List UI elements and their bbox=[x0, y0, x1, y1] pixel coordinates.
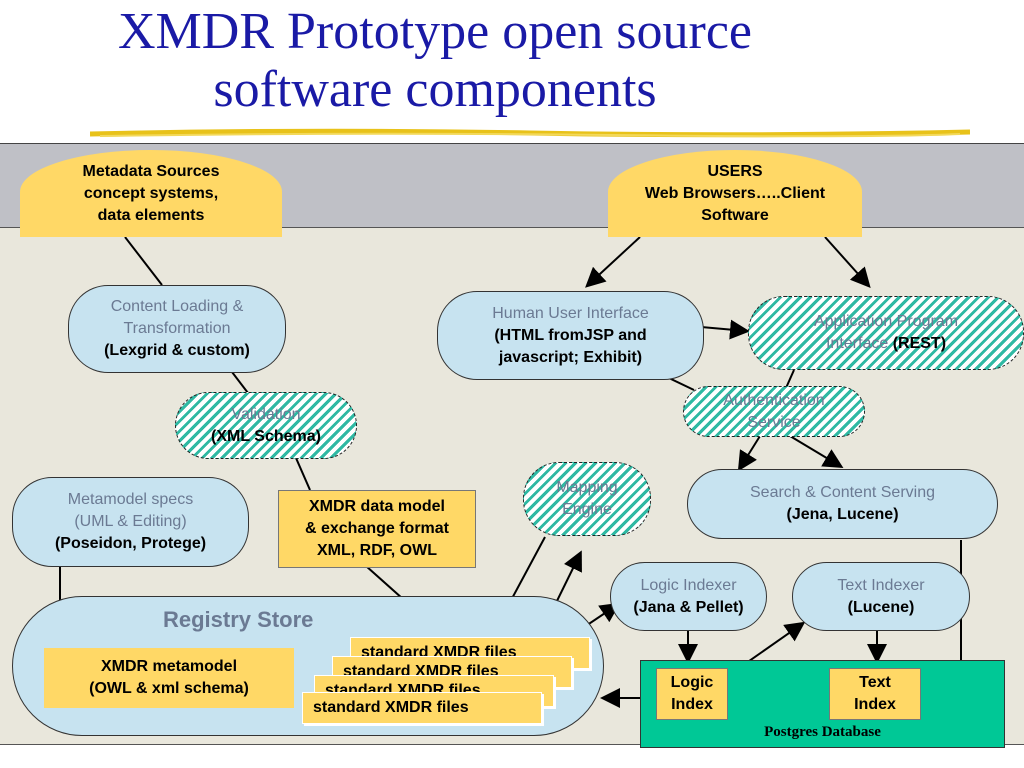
validation-line-1: Validation bbox=[231, 405, 301, 423]
xmdr-metamodel-line-1: XMDR metamodel bbox=[100, 658, 238, 675]
page-title-line-1: XMDR Prototype open source bbox=[117, 3, 753, 60]
text-index-line-2: Index bbox=[854, 696, 896, 713]
metamodel-specs-line-2: (UML & Editing) bbox=[74, 513, 187, 530]
registry-store-label: Registry Store bbox=[163, 607, 314, 632]
mapping-engine-node: Mapping Engine bbox=[523, 462, 651, 536]
metadata-sources-line-1: Metadata Sources bbox=[82, 162, 220, 180]
title-underline bbox=[90, 128, 970, 138]
content-loading-line-1: Content Loading & bbox=[110, 298, 244, 315]
xmdr-metamodel-box: XMDR metamodel (OWL & xml schema) bbox=[44, 648, 294, 708]
mapping-line-2: Engine bbox=[562, 501, 612, 518]
text-indexer-node: Text Indexer (Lucene) bbox=[792, 562, 970, 631]
data-model-line-1: XMDR data model bbox=[308, 498, 445, 515]
users-line-2: Web Browsers…..Client bbox=[644, 184, 826, 202]
logic-index-box: Logic Index bbox=[656, 668, 728, 720]
content-loading-line-3: (Lexgrid & custom) bbox=[104, 342, 250, 359]
human-ui-line-2: (HTML fromJSP and bbox=[494, 326, 647, 344]
data-model-line-2: & exchange format bbox=[304, 520, 450, 537]
page-title-line-2: software components bbox=[213, 61, 657, 118]
api-line-2b: (REST) bbox=[892, 335, 947, 352]
api-line-2: Interface (REST) bbox=[826, 333, 946, 355]
logic-indexer-line-1: Logic Indexer bbox=[640, 576, 737, 594]
logic-index-line-2: Index bbox=[671, 696, 713, 713]
human-ui-line-3: javascript; Exhibit) bbox=[498, 348, 643, 366]
postgres-label: Postgres Database bbox=[764, 724, 881, 740]
text-indexer-line-1: Text Indexer bbox=[837, 576, 925, 594]
logic-index-line-1: Logic bbox=[670, 674, 714, 691]
xmdr-data-model-box: XMDR data model & exchange format XML, R… bbox=[278, 490, 476, 568]
metamodel-specs-node: Metamodel specs (UML & Editing) (Poseido… bbox=[12, 477, 249, 567]
data-model-line-3: XML, RDF, OWL bbox=[317, 542, 437, 559]
text-index-line-1: Text bbox=[859, 674, 891, 691]
search-content-serving-node: Search & Content Serving (Jena, Lucene) bbox=[687, 469, 998, 539]
logic-indexer-node: Logic Indexer (Jana & Pellet) bbox=[610, 562, 767, 631]
users-tab: USERS Web Browsers…..Client Software bbox=[608, 150, 862, 237]
xmdr-metamodel-line-2: (OWL & xml schema) bbox=[89, 680, 249, 697]
human-ui-line-1: Human User Interface bbox=[492, 304, 649, 322]
metadata-sources-line-3: data elements bbox=[97, 206, 205, 224]
auth-line-2: Service bbox=[747, 413, 801, 431]
metadata-sources-tab: Metadata Sources concept systems, data e… bbox=[20, 150, 282, 237]
validation-line-2: (XML Schema) bbox=[211, 427, 321, 445]
text-indexer-line-2: (Lucene) bbox=[847, 598, 915, 616]
metadata-sources-line-2: concept systems, bbox=[83, 184, 219, 202]
users-line-3: Software bbox=[701, 206, 769, 224]
validation-node: Validation (XML Schema) bbox=[175, 392, 357, 459]
human-user-interface-node: Human User Interface (HTML fromJSP and j… bbox=[437, 291, 704, 380]
api-line-1: Application Program bbox=[813, 313, 959, 330]
application-program-interface-node: Application Program Interface (REST) bbox=[748, 296, 1024, 370]
api-line-2a: Interface bbox=[825, 335, 893, 352]
authentication-service-node: Authentication Service bbox=[683, 386, 865, 437]
content-loading-line-2: Transformation bbox=[123, 320, 231, 337]
mapping-line-1: Mapping bbox=[556, 479, 618, 496]
users-line-1: USERS bbox=[707, 162, 763, 180]
text-index-box: Text Index bbox=[829, 668, 921, 720]
metamodel-specs-line-3: (Poseidon, Protege) bbox=[54, 535, 207, 552]
search-line-2: (Jena, Lucene) bbox=[786, 506, 899, 523]
auth-line-1: Authentication bbox=[723, 391, 825, 409]
search-line-1: Search & Content Serving bbox=[750, 484, 935, 501]
content-loading-node: Content Loading & Transformation (Lexgri… bbox=[68, 285, 286, 373]
logic-indexer-line-2: (Jana & Pellet) bbox=[633, 598, 744, 616]
metamodel-specs-line-1: Metamodel specs bbox=[67, 491, 194, 508]
standard-xmdr-files-1: standard XMDR files bbox=[302, 692, 542, 724]
